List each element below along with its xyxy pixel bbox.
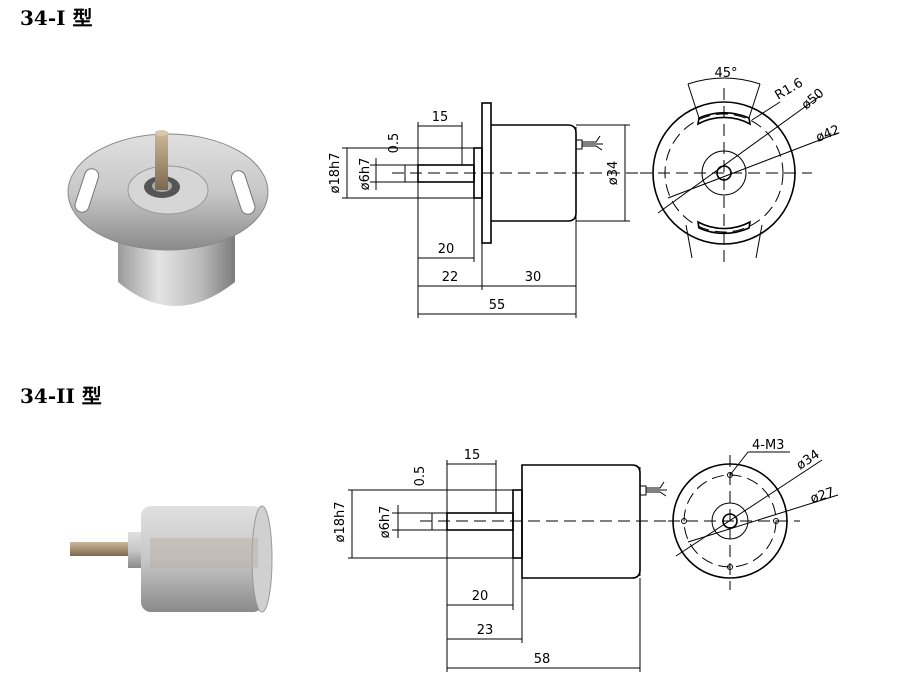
dim-18h7: ø18h7 (328, 152, 343, 193)
dim-18h7-b: ø18h7 (333, 501, 348, 542)
dim-4-m3: 4-M3 (752, 438, 784, 453)
dim-58: 58 (534, 652, 551, 667)
dim-22: 22 (442, 270, 459, 285)
dim-20-b: 20 (472, 589, 489, 604)
dim-23: 23 (477, 623, 494, 638)
section-2-title: 34-II 型 (20, 384, 102, 408)
dim-34: ø34 (606, 161, 621, 186)
dim-42: ø42 (814, 123, 842, 146)
dim-0-5-b: 0.5 (413, 466, 428, 487)
dim-0-5: 0.5 (387, 133, 402, 154)
dim-6h7: ø6h7 (358, 158, 373, 191)
side-view-34-i: 0.5 15 ø18h7 ø6h7 ø34 20 22 30 55 (328, 102, 640, 318)
front-view-34-i: 45° R1.6 ø50 ø42 (640, 66, 842, 262)
dim-15: 15 (432, 110, 449, 125)
encoder-photo-34-ii (70, 505, 273, 613)
front-view-34-ii: 4-M3 ø34 ø27 (668, 438, 839, 590)
dim-45-deg: 45° (714, 66, 737, 81)
dim-15-b: 15 (464, 448, 481, 463)
dim-20: 20 (438, 242, 455, 257)
dim-55: 55 (489, 298, 506, 313)
section-1-title: 34-I 型 (20, 6, 93, 30)
encoder-photo-34-i (67, 130, 269, 306)
side-view-34-ii: 0.5 15 ø18h7 ø6h7 20 23 58 (333, 448, 668, 672)
dim-27: ø27 (809, 485, 837, 507)
dim-6h7-b: ø6h7 (378, 506, 393, 539)
dim-30: 30 (525, 270, 542, 285)
